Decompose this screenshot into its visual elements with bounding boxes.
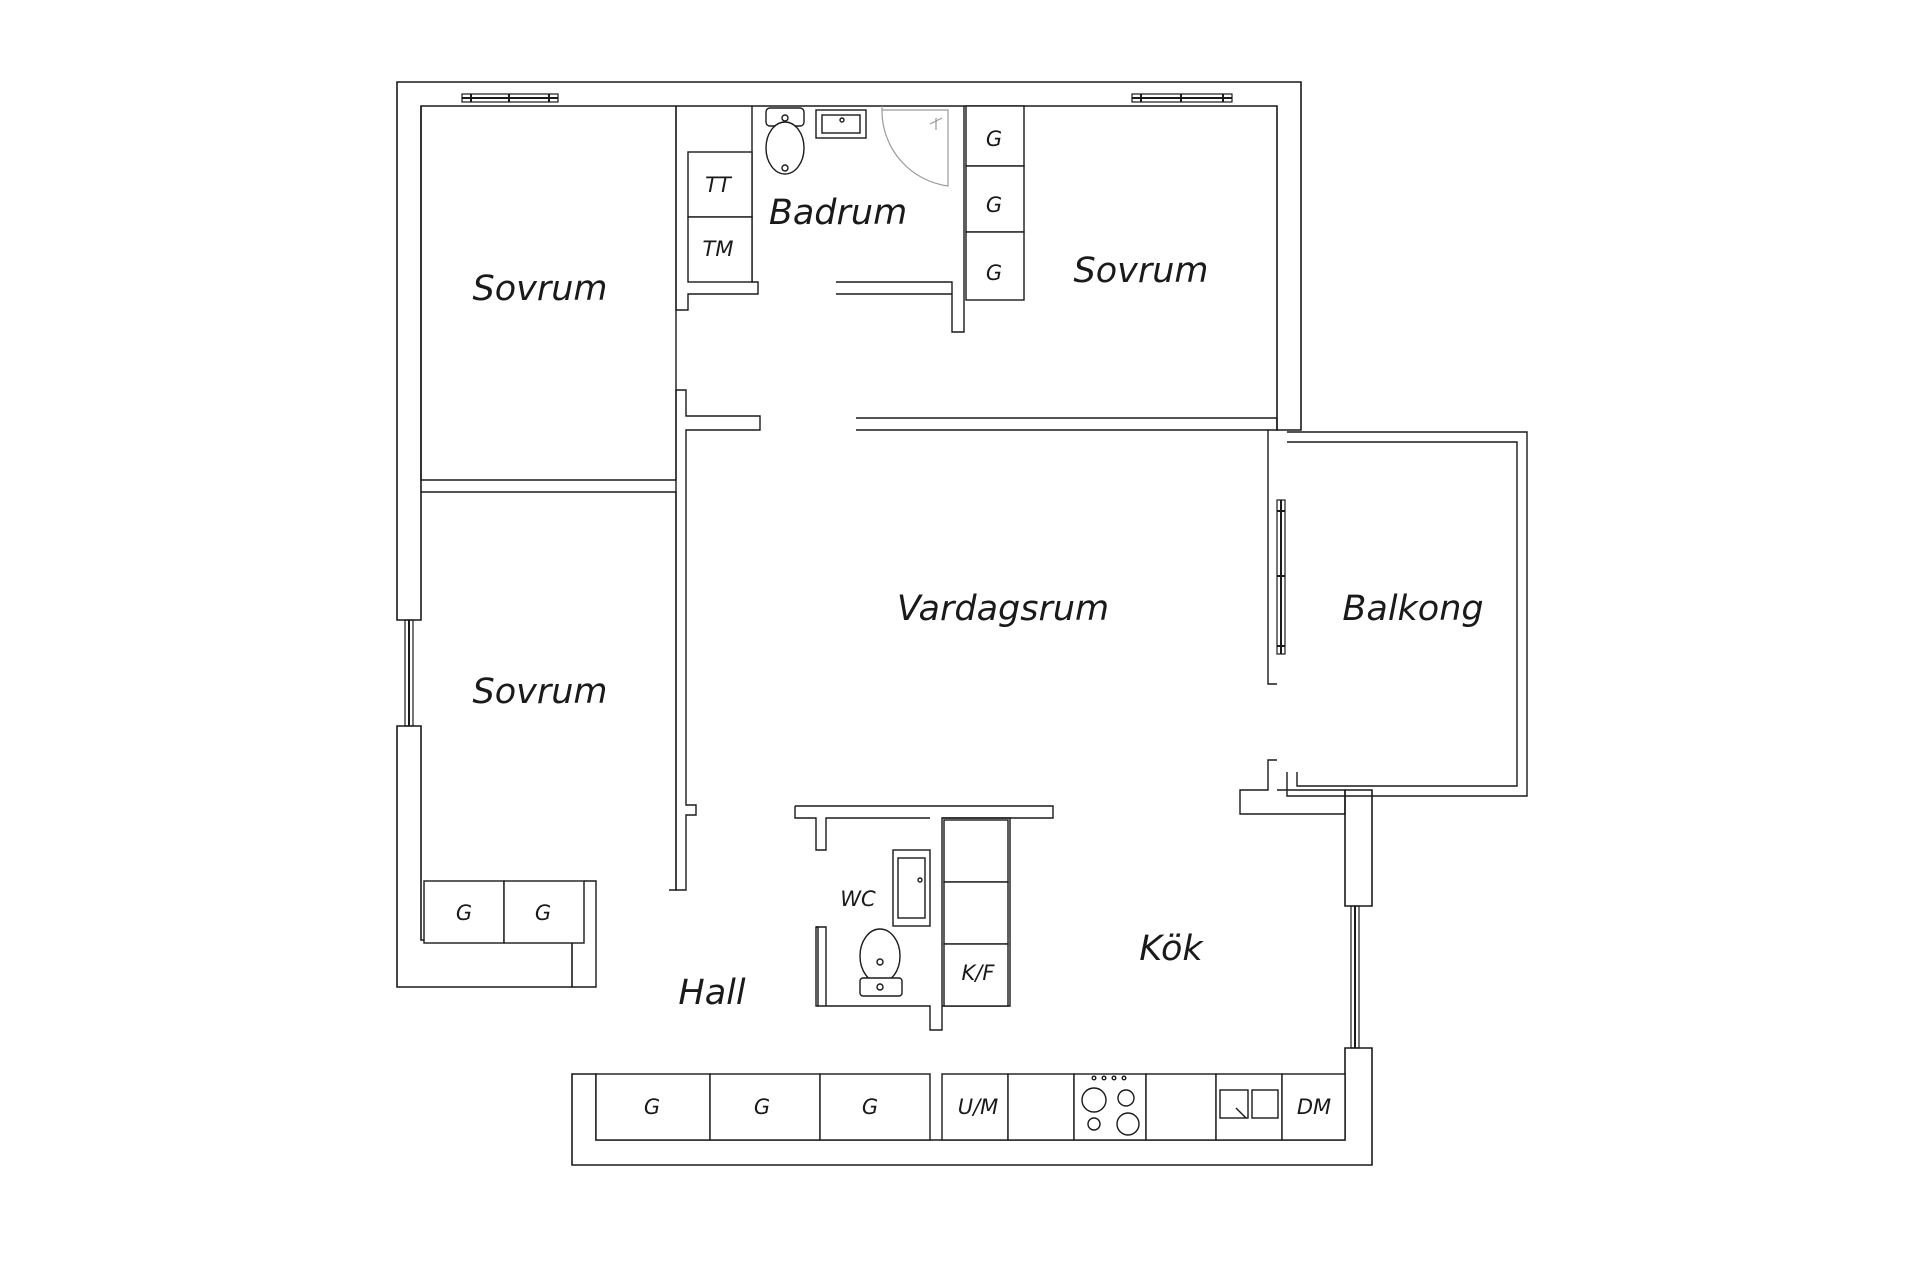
fixture-label-dm: DM <box>1297 1095 1331 1119</box>
sovrum-wardrobes <box>423 880 597 988</box>
room-label-wc: WC <box>840 887 876 911</box>
room-label-sovrum-top-left: Sovrum <box>472 269 607 309</box>
fixture-labels: TT TM G G G G G K/F G G G U/M DM <box>456 127 1331 1119</box>
room-label-sovrum-left: Sovrum <box>472 672 607 712</box>
fixture-label-g: G <box>986 261 1002 285</box>
kitchen-counter <box>595 1073 1346 1141</box>
fixture-label-tm: TM <box>703 237 734 261</box>
room-label-vardagsrum: Vardagsrum <box>897 589 1109 629</box>
fixture-label-g: G <box>535 901 551 925</box>
room-label-balkong: Balkong <box>1342 589 1483 629</box>
room-labels: Sovrum Badrum Sovrum Vardagsrum Balkong … <box>472 193 1483 1013</box>
fixture-label-g: G <box>862 1095 878 1119</box>
wc-fixtures <box>859 819 1009 1007</box>
room-label-hall: Hall <box>678 973 745 1013</box>
fixture-label-tt: TT <box>705 173 733 197</box>
windows <box>404 93 1360 1049</box>
room-label-badrum: Badrum <box>769 193 907 233</box>
fixture-label-g: G <box>986 127 1002 151</box>
outer-walls <box>396 81 1373 1166</box>
room-label-kok: Kök <box>1139 929 1204 969</box>
room-label-sovrum-top-right: Sovrum <box>1073 251 1208 291</box>
fixture-label-g: G <box>754 1095 770 1119</box>
fixture-label-kf: K/F <box>962 961 996 985</box>
fixture-label-g: G <box>986 193 1002 217</box>
fixture-label-um: U/M <box>958 1095 999 1119</box>
balcony <box>1286 431 1528 797</box>
interior-walls <box>420 106 1346 1031</box>
fixture-label-g: G <box>644 1095 660 1119</box>
bathroom-fixtures <box>687 105 1025 301</box>
fixture-label-g: G <box>456 901 472 925</box>
